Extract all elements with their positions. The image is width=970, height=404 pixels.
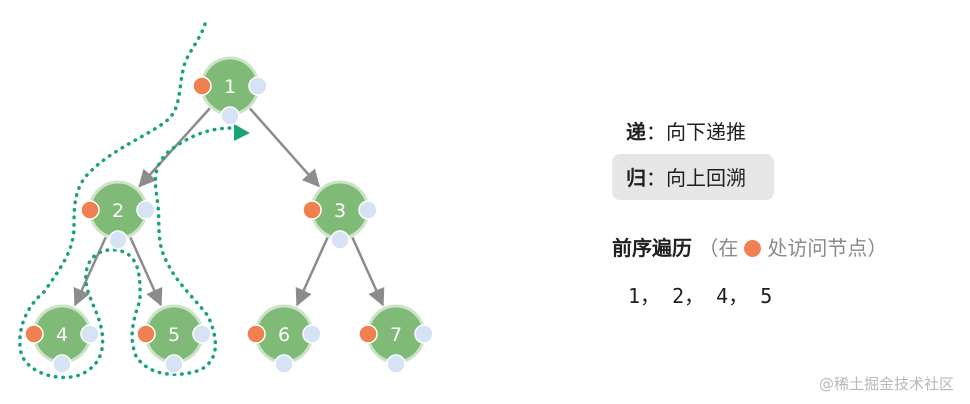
preorder-visit-dot-icon (246, 324, 266, 344)
tree-node-3: 3 (302, 180, 378, 250)
tree-node-1: 1 (192, 56, 268, 126)
recursion-text: ：向下递推 (646, 120, 746, 144)
tree-node-5: 5 (136, 304, 212, 374)
preorder-visit-dot-icon (192, 76, 212, 96)
postorder-visit-dot-icon (358, 200, 378, 220)
inorder-visit-dot-icon (52, 354, 72, 374)
tree-nodes: 1 2 3 4 5 6 7 (24, 56, 434, 374)
postorder-visit-dot-icon (414, 324, 434, 344)
tree-edge-1-3 (248, 107, 320, 188)
tree-node-label: 6 (278, 324, 290, 346)
tree-node-7: 7 (358, 304, 434, 374)
tree-node-label: 5 (168, 324, 180, 346)
backtrack-key: 归 (626, 166, 646, 190)
tree-edge-2-4 (73, 236, 107, 307)
tree-node-label: 4 (56, 324, 68, 346)
preorder-visit-dot-icon (358, 324, 378, 344)
preorder-note-open: （在 (698, 236, 739, 260)
legend-recursion: 递：向下递推 (626, 116, 746, 145)
postorder-visit-dot-icon (80, 324, 100, 344)
inorder-visit-dot-icon (164, 354, 184, 374)
tree-edge-2-5 (129, 236, 163, 307)
tree-edge-3-6 (295, 236, 329, 307)
preorder-visit-dot-icon (24, 324, 44, 344)
tree-node-label: 2 (112, 200, 124, 222)
tree-edge-3-7 (351, 236, 385, 307)
inorder-visit-dot-icon (220, 106, 240, 126)
watermark: @稀土掘金技术社区 (818, 375, 954, 393)
preorder-visit-dot-icon (302, 200, 322, 220)
binary-tree-diagram: 1 2 3 4 5 6 7 (18, 22, 434, 380)
postorder-visit-dot-icon (248, 76, 268, 96)
traversal-path-line (18, 22, 234, 380)
tree-node-label: 3 (334, 200, 346, 222)
traversal-path (18, 22, 250, 380)
preorder-visit-dot-icon (80, 200, 100, 220)
postorder-visit-dot-icon (192, 324, 212, 344)
preorder-sequence: 1， 2， 4， 5 (628, 284, 773, 308)
traversal-arrow-icon (234, 124, 250, 141)
preorder-visit-dot-icon (136, 324, 156, 344)
inorder-visit-dot-icon (386, 354, 406, 374)
recursion-key: 递 (626, 120, 646, 144)
tree-node-2: 2 (80, 180, 156, 250)
backtrack-text: ：向上回溯 (646, 166, 746, 190)
legend-panel: 递：向下递推 归：向上回溯 前序遍历 （在 处访问节点） 1， 2， 4， 5 (612, 0, 952, 404)
preorder-title: 前序遍历 （在 处访问节点） (612, 232, 887, 261)
inorder-visit-dot-icon (108, 230, 128, 250)
tree-node-6: 6 (246, 304, 322, 374)
inorder-visit-dot-icon (274, 354, 294, 374)
inorder-visit-dot-icon (330, 230, 350, 250)
postorder-visit-dot-icon (302, 324, 322, 344)
tree-node-4: 4 (24, 304, 100, 374)
tree-edges (73, 107, 385, 307)
legend-backtrack: 归：向上回溯 (612, 154, 774, 200)
tree-node-label: 7 (390, 324, 402, 346)
preorder-dot-icon (744, 240, 762, 257)
tree-node-label: 1 (224, 76, 236, 98)
preorder-label: 前序遍历 (612, 236, 692, 260)
preorder-note-close: 处访问节点） (767, 236, 888, 260)
postorder-visit-dot-icon (136, 200, 156, 220)
